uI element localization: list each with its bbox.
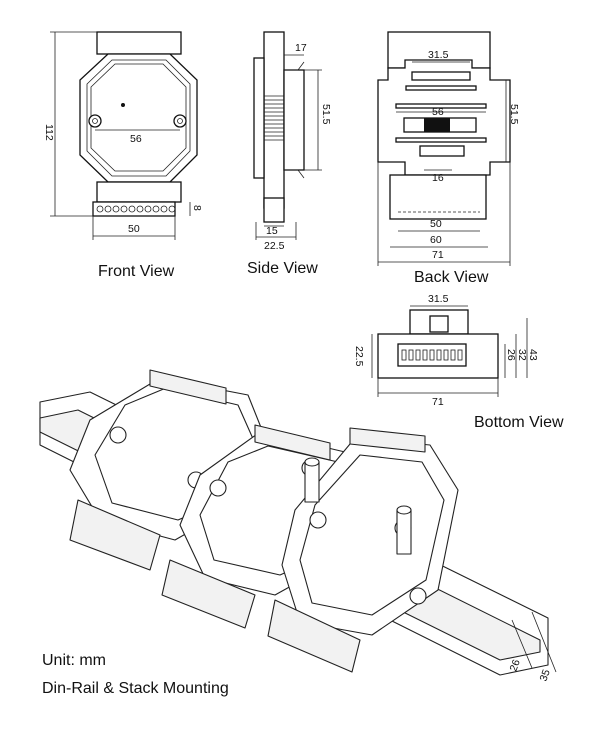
back-dim-60: 60 [430, 234, 442, 246]
back-rail-4 [395, 137, 487, 143]
bottom-dim-22-5: 22.5 [353, 346, 365, 367]
side-view: 17 51.5 15 22.5 Side View [247, 31, 332, 277]
module-1-screw-a [109, 426, 127, 444]
back-rail-3 [395, 103, 487, 109]
back-dim-71: 71 [432, 249, 444, 261]
side-latch-low [284, 169, 305, 179]
side-foot [263, 197, 285, 223]
bottom-dim-71: 71 [432, 396, 444, 408]
standoff-post-a [304, 461, 320, 503]
bottom-dim-26: 26 [505, 349, 517, 361]
back-dim-31-5: 31.5 [428, 49, 449, 61]
front-bottom-clip [96, 181, 182, 203]
bottom-view: 31.5 22.5 26 32 43 71 Bottom View [353, 293, 564, 431]
back-dim-16: 16 [432, 172, 444, 184]
front-dim-112: 112 [43, 124, 55, 141]
front-view-caption: Front View [98, 263, 175, 280]
front-dim-8: 8 [191, 205, 203, 211]
module-3-bottom-clip [267, 599, 361, 673]
back-view-caption: Back View [414, 269, 489, 286]
side-dim-51-5: 51.5 [320, 104, 332, 125]
rail-dim-35: 35 [538, 668, 553, 683]
module-1-bottom-clip [69, 499, 161, 571]
side-rail-clip [283, 69, 305, 171]
front-screw-left-core [92, 118, 98, 124]
module-1-top-clip [149, 369, 227, 405]
side-dim-15: 15 [266, 225, 278, 237]
rail-dim-35-line [531, 611, 557, 673]
module-3 [267, 427, 459, 673]
standoff-post-a-top [304, 457, 320, 467]
side-dim-22-5: 22.5 [264, 240, 285, 252]
module-3-screw-a [309, 511, 327, 529]
rail-dim-26-line [511, 619, 533, 669]
bottom-dim-43: 43 [527, 349, 539, 361]
side-view-caption: Side View [247, 260, 318, 277]
back-rail-2 [405, 85, 477, 91]
front-terminals [96, 205, 176, 213]
module-3-face [299, 454, 445, 616]
bottom-dim-31-5: 31.5 [428, 293, 449, 305]
bottom-terminal-area [397, 343, 467, 367]
bottom-terminals [401, 349, 463, 361]
back-center-latch [424, 118, 450, 132]
unit-note: Unit: mm [42, 652, 106, 669]
front-dim-50: 50 [128, 223, 140, 235]
side-dim-17: 17 [295, 42, 307, 54]
back-dim-51-5: 51.5 [508, 104, 520, 125]
front-screw-right-core [177, 118, 183, 124]
module-3-top-clip [349, 427, 426, 453]
module-3-screw-c [409, 587, 427, 605]
rail-dim-26: 26 [508, 658, 523, 673]
module-2-top-clip [254, 424, 331, 461]
stack-mounting-isometric: 26 35 [39, 369, 557, 683]
standoff-post-b-top [396, 505, 412, 515]
mounting-note: Din-Rail & Stack Mounting [42, 680, 229, 697]
back-dim-56: 56 [432, 106, 444, 118]
front-dim-56: 56 [130, 133, 142, 145]
front-view: 56 112 8 50 Front View [43, 31, 203, 280]
bottom-view-caption: Bottom View [474, 414, 564, 431]
module-2-screw-a [209, 479, 227, 497]
front-body-inner [86, 59, 191, 177]
back-view: 31.5 56 51.5 16 50 60 71 Back View [377, 31, 520, 286]
module-2-bottom-clip [161, 559, 256, 629]
front-led [121, 103, 125, 107]
standoff-post-b [396, 509, 412, 555]
bottom-top-latch [429, 315, 449, 333]
side-latch [284, 61, 305, 71]
side-back-plate [253, 57, 265, 179]
back-bottom-slot [419, 145, 465, 157]
bottom-dim-32: 32 [516, 349, 528, 361]
back-top-rail [411, 71, 471, 81]
side-ribs [264, 95, 284, 141]
front-body-inner2 [90, 63, 187, 172]
front-screw-right [173, 114, 187, 128]
front-screw-left [88, 114, 102, 128]
back-dim-50: 50 [430, 218, 442, 230]
front-top-clip [96, 31, 182, 55]
